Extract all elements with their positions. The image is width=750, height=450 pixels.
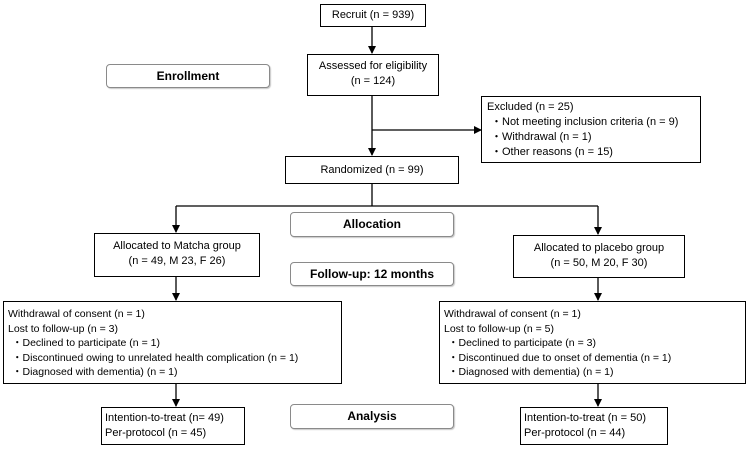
stage-followup: Follow-up: 12 months (290, 262, 454, 286)
randomized-box: Randomized (n = 99) (285, 156, 459, 184)
placebo-withdrawal: Withdrawal of consent (n = 1) (444, 308, 581, 320)
matcha-lost-item: ・Declined to participate (n = 1) (12, 337, 160, 349)
placebo-analysis-box: Intention-to-treat (n = 50) Per-protocol… (520, 407, 668, 445)
stage-analysis-label: Analysis (347, 409, 397, 423)
matcha-allocation-line-1: Allocated to Matcha group (113, 240, 241, 252)
placebo-pp: Per-protocol (n = 44) (524, 427, 626, 439)
excluded-box: Excluded (n = 25) ・Not meeting inclusion… (481, 96, 701, 163)
eligibility-box: Assessed for eligibility (n = 124) (307, 54, 439, 96)
matcha-itt: Intention-to-treat (n= 49) (105, 412, 224, 424)
placebo-followup-box: Withdrawal of consent (n = 1) Lost to fo… (439, 301, 746, 384)
matcha-lost-item: ・Diagnosed with dementia) (n = 1) (12, 366, 178, 378)
stage-allocation-label: Allocation (342, 217, 401, 231)
stage-enrollment: Enrollment (106, 64, 270, 88)
matcha-lost: Lost to follow-up (n = 3) (8, 322, 119, 335)
matcha-withdrawal: Withdrawal of consent (n = 1) (8, 308, 145, 320)
randomized-label: Randomized (n = 99) (320, 164, 424, 176)
stage-allocation: Allocation (290, 212, 454, 237)
matcha-allocation-line-2: (n = 49, M 23, F 26) (128, 255, 226, 267)
placebo-lost: Lost to follow-up (n = 5) (444, 322, 555, 335)
matcha-analysis-box: Intention-to-treat (n= 49) Per-protocol … (101, 407, 245, 445)
placebo-itt: Intention-to-treat (n = 50) (524, 412, 646, 424)
matcha-allocation-box: Allocated to Matcha group (n = 49, M 23,… (94, 233, 260, 277)
excluded-item: ・Withdrawal (n = 1) (491, 131, 592, 143)
excluded-item: ・Other reasons (n = 15) (491, 146, 613, 158)
eligibility-line-2: (n = 124) (350, 75, 396, 87)
placebo-allocation-box: Allocated to placebo group (n = 50, M 20… (513, 235, 685, 278)
stage-analysis: Analysis (290, 404, 454, 429)
stage-enrollment-label: Enrollment (156, 69, 220, 83)
matcha-lost-item: ・Discontinued owing to unrelated health … (12, 351, 299, 364)
placebo-lost-item: ・Discontinued due to onset of dementia (… (448, 351, 672, 364)
placebo-lost-item: ・Declined to participate (n = 3) (448, 337, 596, 349)
recruit-box: Recruit (n = 939) (320, 4, 426, 27)
matcha-pp: Per-protocol (n = 45) (105, 427, 207, 439)
excluded-title: Excluded (n = 25) (487, 101, 574, 113)
recruit-label: Recruit (n = 939) (331, 9, 415, 21)
matcha-followup-box: Withdrawal of consent (n = 1) Lost to fo… (3, 301, 342, 384)
placebo-allocation-line-2: (n = 50, M 20, F 30) (550, 257, 648, 269)
placebo-lost-item: ・Diagnosed with dementia) (n = 1) (448, 366, 614, 378)
placebo-allocation-line-1: Allocated to placebo group (533, 242, 665, 254)
excluded-item: ・Not meeting inclusion criteria (n = 9) (491, 116, 679, 128)
eligibility-line-1: Assessed for eligibility (318, 60, 428, 72)
stage-followup-label: Follow-up: 12 months (310, 267, 434, 281)
